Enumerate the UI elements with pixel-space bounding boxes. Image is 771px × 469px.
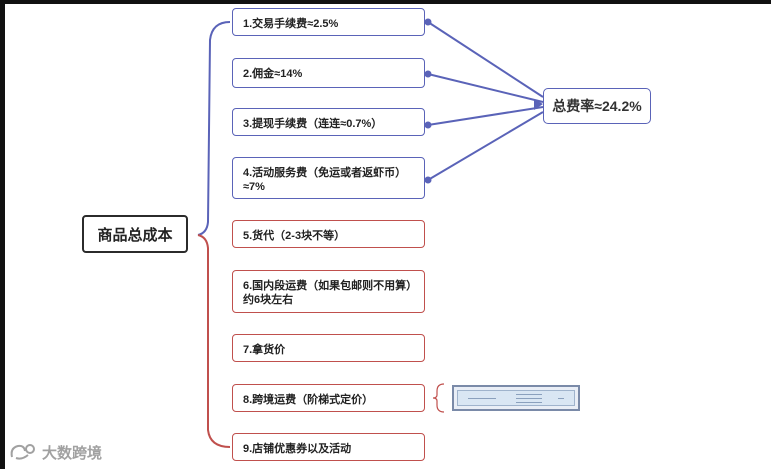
watermark-text: 大数跨境 [42,442,102,463]
item8-brace [433,384,444,412]
item-2-node[interactable]: 2.佣金≈14% [232,58,425,88]
item-6-node[interactable]: 6.国内段运费（如果包邮则不用算）约6块左右 [232,270,425,313]
item-7-label: 7.拿货价 [243,344,285,356]
item-4-node[interactable]: 4.活动服务费（免运或者返虾币）≈7% [232,157,425,199]
thumbnail-inner [457,390,575,406]
thumbnail-line [516,394,542,395]
item-4-label: 4.活动服务费（免运或者返虾币）≈7% [243,167,406,193]
connector-1 [428,22,543,97]
connector-dot-2 [425,71,432,78]
blue-bracket [198,22,230,235]
shipping-table-thumbnail[interactable] [452,385,580,411]
thumbnail-line [468,398,496,399]
thumbnail-line [558,398,564,399]
item-8-label: 8.跨境运费（阶梯式定价） [243,394,373,406]
thumbnail-line [516,398,542,399]
connector-dot-1 [425,19,432,26]
item-9-node[interactable]: 9.店铺优惠券以及活动 [232,433,425,461]
watermark-logo-icon [8,442,38,462]
item-2-label: 2.佣金≈14% [243,68,302,80]
item-9-label: 9.店铺优惠券以及活动 [243,443,351,455]
root-node[interactable]: 商品总成本 [82,215,188,253]
thumbnail-line [516,402,542,403]
item-1-label: 1.交易手续费≈2.5% [243,18,338,30]
connector-dot-4 [425,177,432,184]
item-6-label: 6.国内段运费（如果包邮则不用算）约6块左右 [243,280,412,306]
summary-node[interactable]: 总费率≈24.2% [543,88,651,124]
item-3-node[interactable]: 3.提现手续费（连连≈0.7%） [232,108,425,136]
connector-2 [428,74,543,102]
connector-dot-3 [425,122,432,129]
item-8-node[interactable]: 8.跨境运费（阶梯式定价） [232,384,425,412]
item-5-node[interactable]: 5.货代（2-3块不等） [232,220,425,248]
red-bracket [198,235,230,447]
watermark: 大数跨境 [8,441,102,463]
item-7-node[interactable]: 7.拿货价 [232,334,425,362]
item-3-label: 3.提现手续费（连连≈0.7%） [243,118,382,130]
item-1-node[interactable]: 1.交易手续费≈2.5% [232,8,425,36]
item-5-label: 5.货代（2-3块不等） [243,230,345,242]
